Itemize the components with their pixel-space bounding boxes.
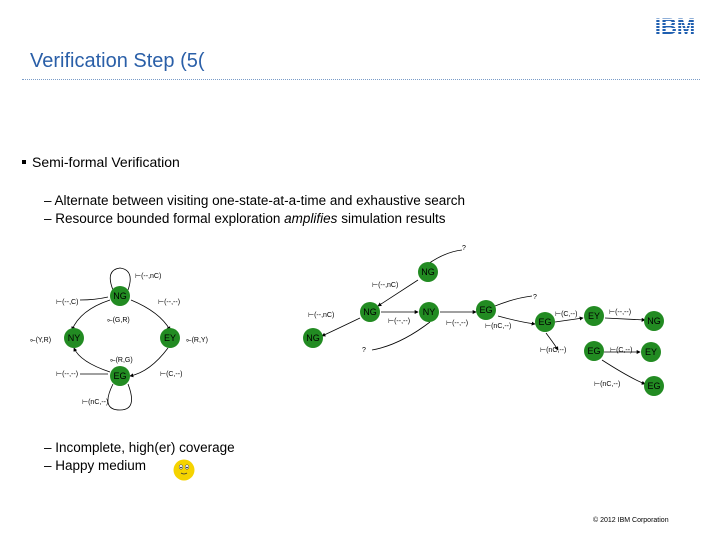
left-edge-ng-ey (130, 299, 171, 331)
right-label-top-q: ? (462, 245, 466, 252)
right-edge-ey-ng (604, 317, 646, 322)
right-node-ng-top-label: NG (421, 267, 435, 277)
right-label-ey2-nc: ⊢(nC,--) (594, 381, 620, 388)
right-label-eg-q: ? (533, 294, 537, 301)
right-node-ny (419, 302, 439, 322)
left-edge-ng-left (79, 296, 109, 301)
left-node-ny-label: NY (68, 333, 81, 343)
left-edge-ey-eg (129, 347, 169, 378)
right-node-ng-top (418, 262, 438, 282)
right-label-ny-eg: ⊢(--,--) (446, 320, 468, 327)
right-node-eg2-label: EG (538, 317, 551, 327)
right-node-eg-label: EG (479, 305, 492, 315)
left-fsm-nodes: NG NY EY EG (64, 286, 180, 386)
page-title: Verification Step (5( (30, 50, 205, 72)
right-node-eg3-label: EG (587, 346, 600, 356)
left-node-eg-label: EG (113, 371, 126, 381)
left-edge-eg-ny (73, 347, 111, 373)
right-node-ey-label: EY (588, 311, 600, 321)
right-node-ng-mid-label: NG (363, 307, 377, 317)
right-edge-mid-ng-left (321, 317, 361, 337)
right-label-ng-mid: ⊢(--,nC) (308, 312, 334, 319)
right-node-eg4 (644, 376, 664, 396)
ibm-logo-text: IBM (655, 14, 695, 38)
right-fsm-labels: ? ⊢(--,nC) ⊢(--,nC) ⊢(--,--) ⊢(--,--) ? … (308, 245, 632, 388)
right-node-ng-right-label: NG (647, 316, 661, 326)
right-edge-top-ng-q (427, 249, 463, 265)
right-edge-eg2-eg3 (545, 332, 559, 351)
right-edge-eg-eg2 (497, 315, 536, 326)
left-node-ey (160, 328, 180, 348)
left-label-eg-right: ⊢(C,--) (160, 371, 182, 378)
copyright-footer: © 2012 IBM Corporation (593, 517, 669, 524)
sub-bullet-3-text: – Incomplete, high(er) coverage (44, 440, 235, 455)
left-node-ey-label: EY (164, 333, 176, 343)
right-node-eg3 (584, 341, 604, 361)
left-edge-ng-ny (71, 299, 111, 331)
right-node-eg (476, 300, 496, 320)
right-edge-eg2-ey (554, 316, 584, 323)
ibm-logo: IBM (655, 14, 695, 38)
right-label-eg-c: ⊢(C,--) (555, 311, 577, 318)
left-label-eg-self: ⊢(nC,--) (82, 399, 108, 406)
right-node-ey (584, 306, 604, 326)
bullet-item: Semi-formal Verification (22, 154, 180, 170)
left-label-ng-self: ⊢(--,nC) (135, 273, 161, 280)
right-edge-eg3-eg4 (601, 359, 646, 385)
sub-bullet-4: – Happy medium (44, 458, 146, 473)
title-divider (22, 79, 700, 80)
right-label-ng-top: ⊢(--,nC) (372, 282, 398, 289)
right-label-eg2-nc: ⊢(nC,--) (540, 347, 566, 354)
left-node-ng (110, 286, 130, 306)
right-node-ng-mid (360, 302, 380, 322)
right-node-ey2 (641, 342, 661, 362)
right-edge-ny-q (371, 321, 431, 351)
bullet-square-icon (22, 160, 26, 164)
sub-bullet-2: – Resource bounded formal exploration am… (44, 211, 445, 226)
left-node-ny (64, 328, 84, 348)
right-node-ny-label: NY (423, 307, 436, 317)
right-node-eg4-label: EG (647, 381, 660, 391)
left-label-eg-left: ⊢(--,--) (56, 371, 78, 378)
right-edge-eg-q (494, 295, 533, 307)
sub-bullet-2-text: – Resource bounded formal exploration am… (44, 211, 446, 226)
bullet-text: Semi-formal Verification (32, 154, 180, 170)
left-label-ny-self: ⟜(Y,R) (30, 337, 51, 344)
left-node-ng-label: NG (113, 291, 127, 301)
left-edge-eg-self (107, 383, 132, 411)
left-label-eg-ny: ⟜(R,G) (110, 357, 133, 364)
right-fsm-edges (321, 249, 646, 385)
right-fsm-nodes: NG NG NG NY EG EG EY NG EG EY EG (303, 262, 664, 396)
sub-bullet-1: – Alternate between visiting one-state-a… (44, 193, 465, 208)
right-node-eg2 (535, 312, 555, 332)
left-node-eg (110, 366, 130, 386)
right-label-bottom-q: ? (362, 347, 366, 354)
left-label-ey-self: ⟜(R,Y) (186, 337, 208, 344)
sub-bullet-3: – Incomplete, high(er) coverage (44, 440, 235, 455)
smiley-icon (173, 459, 195, 481)
right-node-ng-left (303, 328, 323, 348)
right-label-ey-dd: ⊢(--,--) (609, 309, 631, 316)
left-fsm-labels: ⊢(--,nC) ⊢(--,C) ⊢(--,--) ⟜(G,R) ⟜(Y,R) … (30, 273, 208, 406)
left-label-ng-ey: ⟜(G,R) (107, 317, 130, 324)
right-edge-top-ng-mid (377, 279, 419, 307)
sub-bullet-1-text: – Alternate between visiting one-state-a… (44, 193, 465, 208)
right-label-eg2-c: ⊢(C,--) (610, 347, 632, 354)
left-fsm-edges (71, 267, 171, 411)
right-node-ng-left-label: NG (306, 333, 320, 343)
sub-bullet-4-text: – Happy medium (44, 458, 147, 473)
right-node-ng-right (644, 311, 664, 331)
right-label-ng-ny: ⊢(--,--) (388, 318, 410, 325)
right-label-eg-nc: ⊢(nC,--) (485, 323, 511, 330)
left-label-ng-right: ⊢(--,--) (158, 299, 180, 306)
left-edge-ng-self (109, 267, 131, 291)
left-label-ng-left: ⊢(--,C) (56, 299, 78, 306)
right-node-ey2-label: EY (645, 347, 657, 357)
